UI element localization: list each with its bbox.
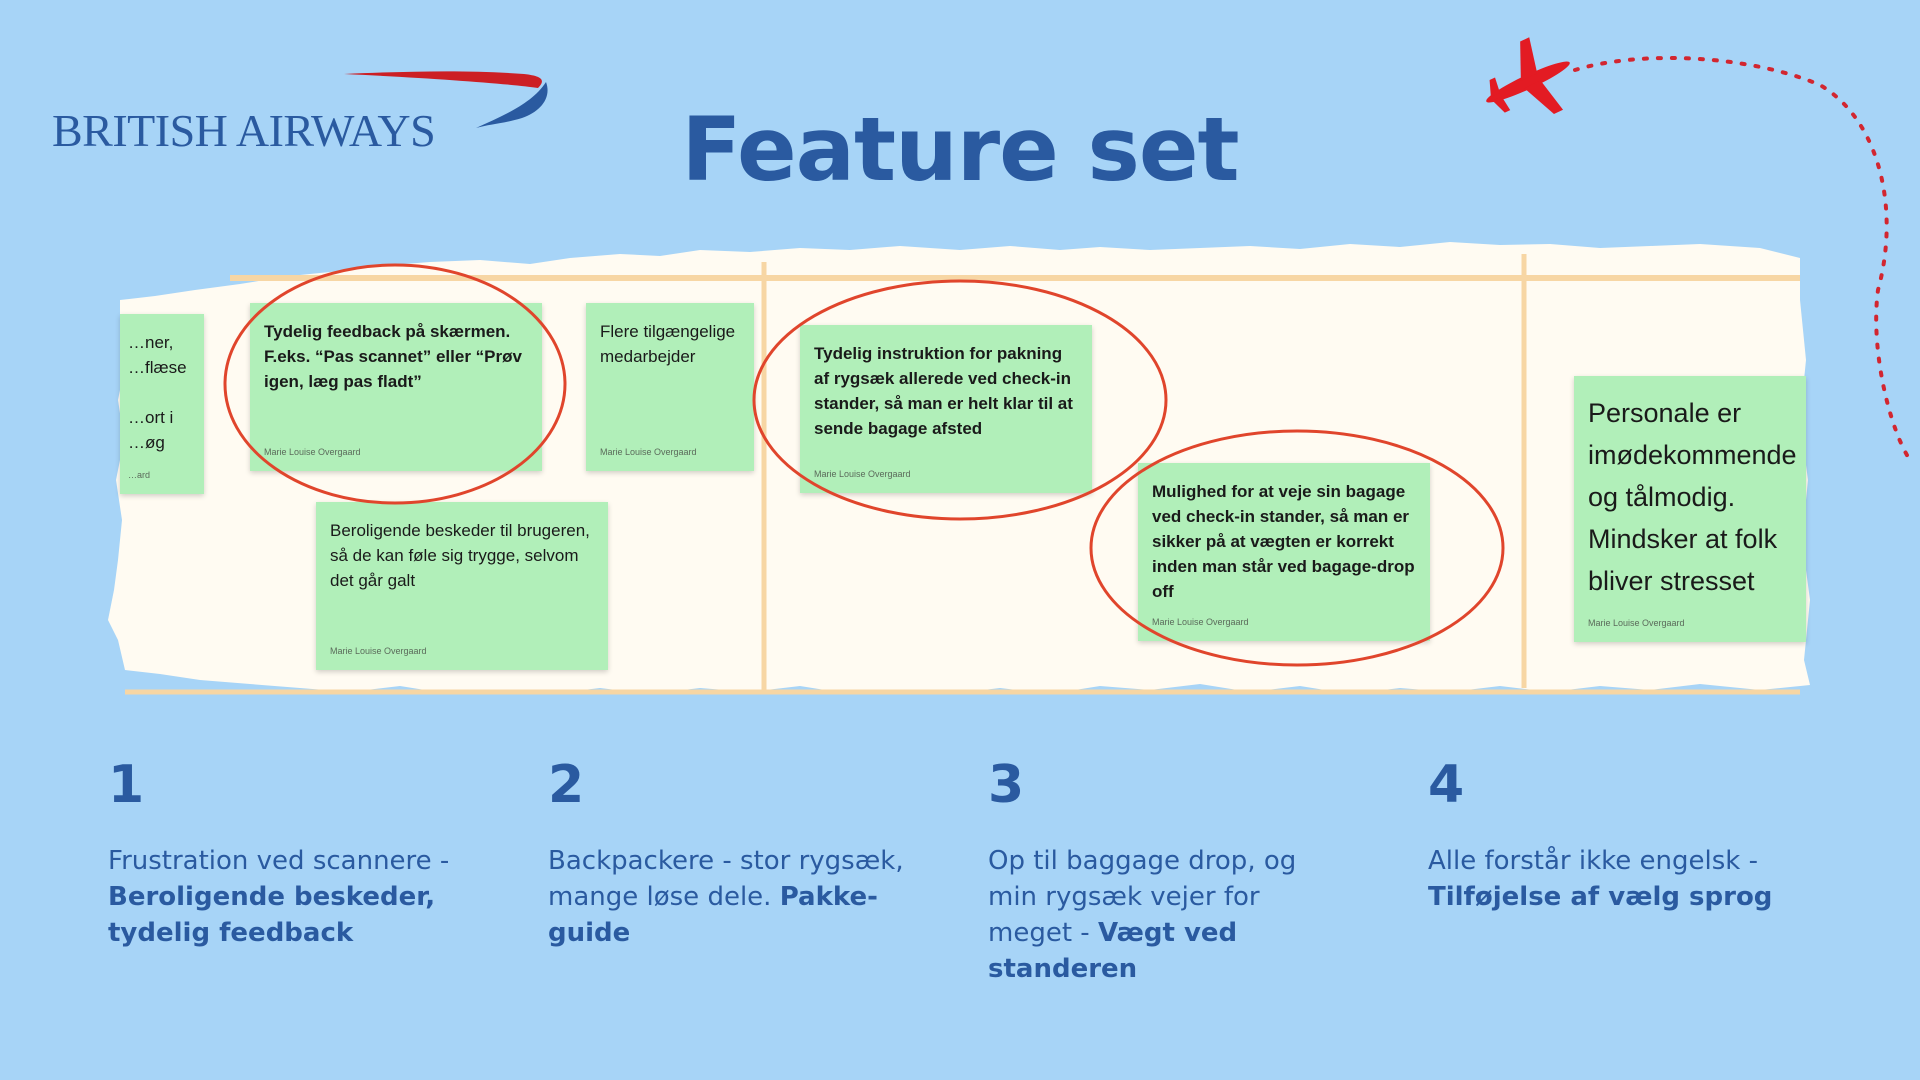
feature-number: 4: [1428, 755, 1465, 815]
sticky-text: Personale er imødekommende og tålmodig. …: [1588, 398, 1797, 596]
sticky-note[interactable]: …ner, …flæse …ort i …øg …ard: [120, 314, 204, 494]
sticky-text: Mulighed for at veje sin bagage ved chec…: [1152, 482, 1415, 601]
feature-number: 2: [548, 755, 585, 815]
sticky-author: Marie Louise Overgaard: [264, 447, 361, 457]
sticky-note[interactable]: Mulighed for at veje sin bagage ved chec…: [1138, 463, 1430, 641]
dotted-flight-path: [1573, 56, 1912, 462]
feature-column: 3 Op til baggage drop, og min rygsæk vej…: [988, 755, 1348, 987]
feature-solution: Pakke-guide: [548, 882, 878, 948]
british-airways-logo: BRITISH AIRWAYS: [52, 68, 552, 158]
feature-solution: Beroligende beskeder, tydelig feedback: [108, 882, 436, 948]
sticky-author: Marie Louise Overgaard: [1152, 617, 1249, 627]
sticky-note[interactable]: Flere tilgængelige medarbejder Marie Lou…: [586, 303, 754, 471]
feature-number: 3: [988, 755, 1025, 815]
sticky-text: Tydelig feedback på skærmen. F.eks. “Pas…: [264, 322, 522, 391]
feature-column: 4 Alle forstår ikke engelsk - Tilføjelse…: [1428, 755, 1788, 915]
feature-column: 2 Backpackere - stor rygsæk, mange løse …: [548, 755, 908, 951]
sticky-author: Marie Louise Overgaard: [600, 447, 697, 457]
sticky-text: Flere tilgængelige medarbejder: [600, 322, 736, 366]
feature-solution: Vægt ved standeren: [988, 918, 1238, 984]
feature-description: Frustration ved scannere - Beroligende b…: [108, 846, 450, 948]
sticky-note[interactable]: Tydelig feedback på skærmen. F.eks. “Pas…: [250, 303, 542, 471]
sticky-text: Tydelig instruktion for pakning af rygsæ…: [814, 344, 1073, 438]
sticky-note[interactable]: Personale er imødekommende og tålmodig. …: [1574, 376, 1806, 642]
feature-description: Backpackere - stor rygsæk, mange løse de…: [548, 846, 904, 948]
sticky-text: …ner, …flæse …ort i …øg: [128, 333, 187, 452]
logo-wordmark: BRITISH AIRWAYS: [52, 105, 436, 156]
sticky-text: Beroligende beskeder til brugeren, så de…: [330, 521, 590, 590]
sticky-author: Marie Louise Overgaard: [1588, 618, 1685, 628]
feature-description: Op til baggage drop, og min rygsæk vejer…: [988, 846, 1297, 984]
sticky-author: Marie Louise Overgaard: [814, 469, 911, 479]
sticky-note[interactable]: Beroligende beskeder til brugeren, så de…: [316, 502, 608, 670]
feature-solution: Tilføjelse af vælg sprog: [1428, 882, 1773, 912]
feature-description: Alle forstår ikke engelsk - Tilføjelse a…: [1428, 846, 1773, 912]
sticky-author: …ard: [128, 470, 151, 480]
sticky-note[interactable]: Tydelig instruktion for pakning af rygsæ…: [800, 325, 1092, 493]
speedmarque-icon: [344, 71, 548, 128]
airplane-icon: [1486, 37, 1570, 115]
flight-path-decoration: [1486, 37, 1912, 462]
sticky-author: Marie Louise Overgaard: [330, 646, 427, 656]
feature-column: 1 Frustration ved scannere - Beroligende…: [108, 755, 468, 951]
feature-number: 1: [108, 755, 145, 815]
page-title: Feature set: [681, 98, 1239, 201]
